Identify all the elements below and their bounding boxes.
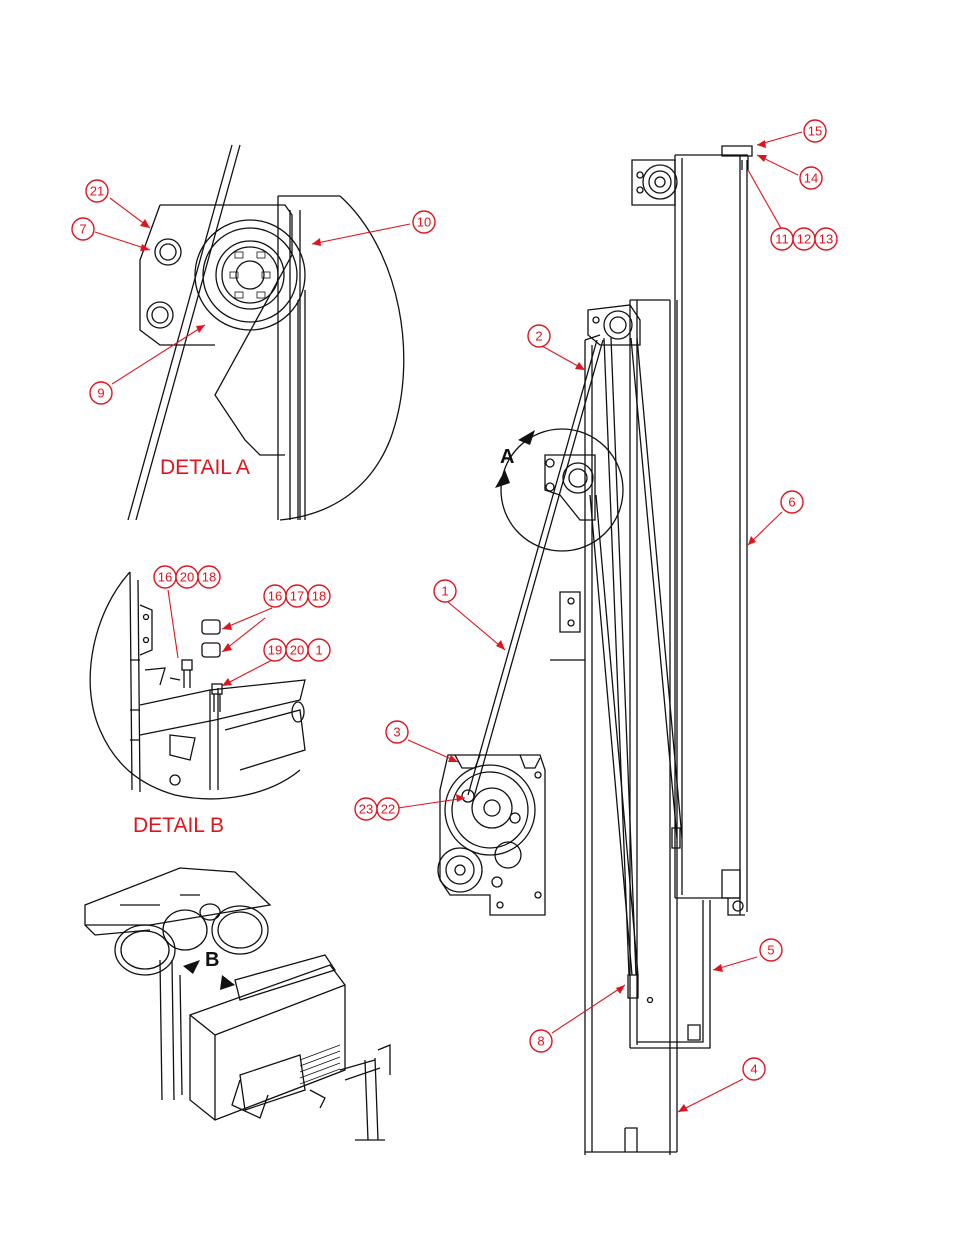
callout-8: 8 xyxy=(529,1029,553,1053)
svg-text:20: 20 xyxy=(180,570,194,585)
main-mast-view: A xyxy=(437,145,753,1155)
callout-5: 5 xyxy=(759,938,783,962)
svg-text:4: 4 xyxy=(750,1062,757,1077)
callout-12: 12 xyxy=(792,227,816,251)
svg-text:8: 8 xyxy=(537,1034,544,1049)
svg-text:10: 10 xyxy=(417,215,431,230)
callout-4: 4 xyxy=(742,1057,766,1081)
svg-text:14: 14 xyxy=(804,171,818,186)
callout-17: 17 xyxy=(285,584,309,608)
callout-21: 21 xyxy=(85,179,109,203)
svg-text:16: 16 xyxy=(158,570,172,585)
callout-10: 10 xyxy=(412,210,436,234)
detail-b-view: DETAIL B xyxy=(89,571,306,837)
callout-7: 7 xyxy=(71,217,95,241)
callout-9: 9 xyxy=(89,381,113,405)
detail-a-view: DETAIL A xyxy=(127,144,405,521)
callout-6: 6 xyxy=(780,490,804,514)
svg-text:3: 3 xyxy=(393,725,400,740)
callout-16: 16 xyxy=(153,565,177,589)
callout-23: 23 xyxy=(354,797,378,821)
callout-leaders xyxy=(94,131,803,1113)
svg-text:16: 16 xyxy=(268,589,282,604)
callout-20: 20 xyxy=(175,565,199,589)
callout-20: 20 xyxy=(285,638,309,662)
callout-22: 22 xyxy=(376,797,400,821)
svg-text:15: 15 xyxy=(808,124,822,139)
svg-text:20: 20 xyxy=(290,643,304,658)
callout-18: 18 xyxy=(307,584,331,608)
svg-text:13: 13 xyxy=(819,232,833,247)
svg-text:23: 23 xyxy=(359,802,373,817)
svg-text:12: 12 xyxy=(797,232,811,247)
svg-text:1: 1 xyxy=(441,584,448,599)
svg-text:19: 19 xyxy=(268,643,282,658)
svg-text:6: 6 xyxy=(788,495,795,510)
callout-1: 1 xyxy=(307,638,331,662)
callout-2: 2 xyxy=(527,324,551,348)
svg-text:21: 21 xyxy=(90,184,104,199)
svg-text:18: 18 xyxy=(312,589,326,604)
svg-text:22: 22 xyxy=(381,802,395,817)
callout-11: 11 xyxy=(770,227,794,251)
callout-14: 14 xyxy=(799,166,823,190)
callout-15: 15 xyxy=(803,119,827,143)
svg-text:9: 9 xyxy=(97,386,104,401)
callout-19: 19 xyxy=(263,638,287,662)
callout-1: 1 xyxy=(433,579,457,603)
detail-a-title: DETAIL A xyxy=(160,456,250,479)
svg-text:2: 2 xyxy=(535,329,542,344)
svg-text:18: 18 xyxy=(202,570,216,585)
svg-text:5: 5 xyxy=(767,943,774,958)
callout-3: 3 xyxy=(385,720,409,744)
svg-text:11: 11 xyxy=(775,232,789,247)
view-a-letter: A xyxy=(500,446,514,468)
svg-text:17: 17 xyxy=(290,589,304,604)
callout-13: 13 xyxy=(814,227,838,251)
detail-b-title: DETAIL B xyxy=(133,814,224,837)
view-b-letter: B xyxy=(205,949,219,971)
svg-text:1: 1 xyxy=(315,643,322,658)
tower-isometric-view: B xyxy=(84,867,391,1141)
svg-text:7: 7 xyxy=(79,222,86,237)
callout-18: 18 xyxy=(197,565,221,589)
callout-16: 16 xyxy=(263,584,287,608)
